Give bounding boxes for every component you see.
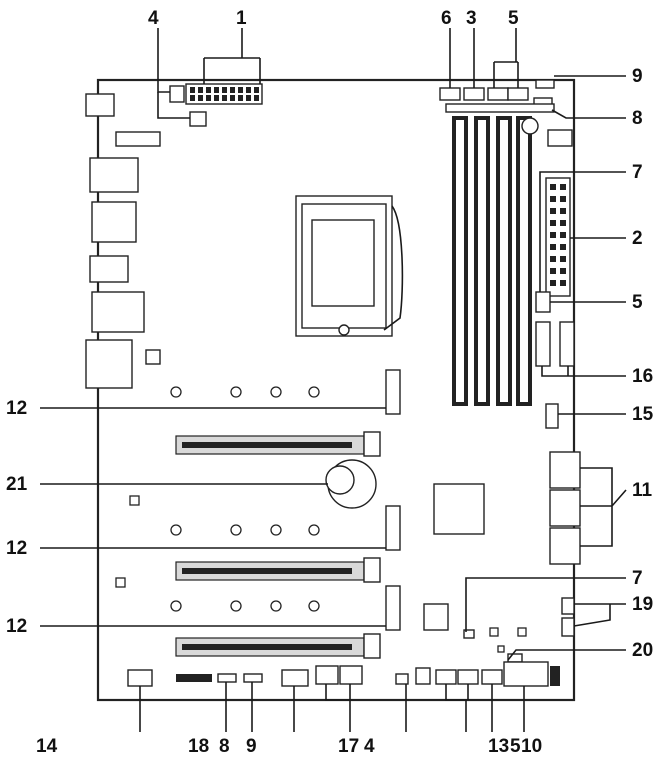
label-left-21: 21 <box>6 474 28 495</box>
sata-ports <box>549 451 581 565</box>
label-bottom-8: 8 <box>219 736 230 757</box>
label-top-5: 5 <box>508 8 519 29</box>
label-bottom-17: 17 <box>338 736 359 757</box>
rear-io-panel <box>85 93 161 389</box>
pcie-slot-2 <box>175 557 381 583</box>
label-top-6: 6 <box>441 8 452 29</box>
label-top-1: 1 <box>236 8 247 29</box>
m2-slot-2 <box>385 505 401 551</box>
leader-lines <box>40 28 627 732</box>
m2-slot-1 <box>385 369 401 415</box>
m2-slot-3 <box>385 585 401 631</box>
label-bottom-13: 13 <box>488 736 509 757</box>
atx-power-connector <box>535 177 575 429</box>
label-left-12-a: 12 <box>6 398 27 419</box>
label-right-20: 20 <box>632 640 653 661</box>
pcie-slot-1 <box>175 431 381 457</box>
cmos-battery <box>325 459 377 509</box>
standoffs <box>115 386 527 653</box>
label-right-7: 7 <box>632 162 643 183</box>
label-right-5: 5 <box>632 292 643 313</box>
label-bottom-5: 5 <box>510 736 521 757</box>
cpu-socket <box>295 195 404 337</box>
label-right-8: 8 <box>632 108 643 129</box>
small-chip <box>423 603 449 631</box>
label-right-15: 15 <box>632 404 654 425</box>
label-right-7-lower: 7 <box>632 568 643 589</box>
pcie-slot-3 <box>175 633 381 659</box>
label-right-16: 16 <box>632 366 653 387</box>
label-bottom-10: 10 <box>521 736 542 757</box>
label-right-2: 2 <box>632 228 643 249</box>
label-bottom-9: 9 <box>246 736 257 757</box>
dimm-slots <box>445 103 573 406</box>
top-fan-headers <box>439 79 555 107</box>
label-right-19: 19 <box>632 594 653 615</box>
label-bottom-4: 4 <box>364 736 375 757</box>
label-left-12-c: 12 <box>6 616 27 637</box>
right-bottom-headers <box>463 597 575 663</box>
label-left-12-b: 12 <box>6 538 27 559</box>
chipset <box>433 483 485 535</box>
bottom-headers <box>127 661 560 687</box>
label-right-9: 9 <box>632 66 643 87</box>
label-top-4: 4 <box>148 8 159 29</box>
label-bottom-14: 14 <box>36 736 58 757</box>
callout-labels: 4 1 6 3 5 9 8 7 2 5 16 15 11 7 19 20 12 … <box>6 8 654 757</box>
label-right-11: 11 <box>632 480 653 501</box>
top-power-header <box>169 83 263 127</box>
label-top-3: 3 <box>466 8 477 29</box>
label-bottom-18: 18 <box>188 736 209 757</box>
